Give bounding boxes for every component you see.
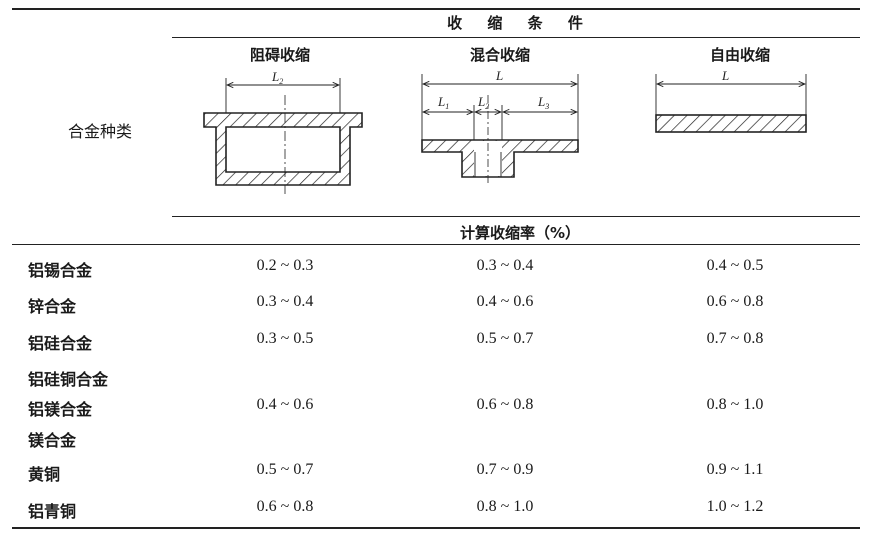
top-rule xyxy=(12,8,860,10)
alloy-label: 铝硅铜合金 xyxy=(28,370,109,389)
value-free: 1.0 ~ 1.2 xyxy=(706,498,764,515)
header-bottom-rule xyxy=(12,244,860,245)
value-mixed: 0.3 ~ 0.4 xyxy=(476,257,534,274)
value-free: 0.9 ~ 1.1 xyxy=(706,461,764,478)
mixed-l1-label: L1 xyxy=(437,94,449,111)
alloy-label: 镁合金 xyxy=(28,431,77,450)
rate-title: 计算收缩率（%） xyxy=(459,224,581,242)
shrinkage-diagrams: L2 L L1 L2 L3 L xyxy=(203,68,807,194)
mixed-l2-label: L2 xyxy=(477,94,489,111)
value-mixed: 0.8 ~ 1.0 xyxy=(476,498,534,515)
value-free: 0.4 ~ 0.5 xyxy=(706,257,764,274)
diagram-rule xyxy=(172,216,860,217)
hindered-shrinkage-diagram: L2 xyxy=(203,69,363,194)
value-free: 0.7 ~ 0.8 xyxy=(706,330,764,347)
value-hindered: 0.5 ~ 0.7 xyxy=(256,461,314,478)
conditions-rule xyxy=(172,37,860,38)
value-mixed: 0.6 ~ 0.8 xyxy=(476,396,534,413)
conditions-title: 收 缩 条 件 xyxy=(447,14,593,32)
column-header-hindered: 阻碍收缩 xyxy=(249,46,310,64)
alloy-type-header: 合金种类 xyxy=(67,122,132,141)
value-hindered: 0.4 ~ 0.6 xyxy=(256,396,314,413)
value-free: 0.6 ~ 0.8 xyxy=(706,293,764,310)
alloy-label: 铝青铜 xyxy=(28,502,77,521)
free-l-label: L xyxy=(721,68,729,83)
mixed-l-label: L xyxy=(495,68,503,83)
hindered-l2-label: L2 xyxy=(271,69,283,86)
alloy-label: 铝硅合金 xyxy=(28,334,93,353)
value-hindered: 0.3 ~ 0.5 xyxy=(256,330,314,347)
value-hindered: 0.3 ~ 0.4 xyxy=(256,293,314,310)
alloy-label: 锌合金 xyxy=(28,297,77,316)
mixed-shrinkage-diagram: L L1 L2 L3 xyxy=(421,68,579,183)
column-header-free: 自由收缩 xyxy=(709,46,770,64)
alloy-label: 铝镁合金 xyxy=(28,400,93,419)
value-free: 0.8 ~ 1.0 xyxy=(706,396,764,413)
value-mixed: 0.4 ~ 0.6 xyxy=(476,293,534,310)
free-shrinkage-diagram: L xyxy=(655,68,807,133)
value-hindered: 0.6 ~ 0.8 xyxy=(256,498,314,515)
value-hindered: 0.2 ~ 0.3 xyxy=(256,257,314,274)
alloy-label: 铝锡合金 xyxy=(28,261,93,280)
column-header-mixed: 混合收缩 xyxy=(469,46,530,64)
alloy-label: 黄铜 xyxy=(28,465,61,484)
value-mixed: 0.7 ~ 0.9 xyxy=(476,461,534,478)
value-mixed: 0.5 ~ 0.7 xyxy=(476,330,534,347)
bottom-rule xyxy=(12,527,860,529)
mixed-l3-label: L3 xyxy=(537,94,549,111)
